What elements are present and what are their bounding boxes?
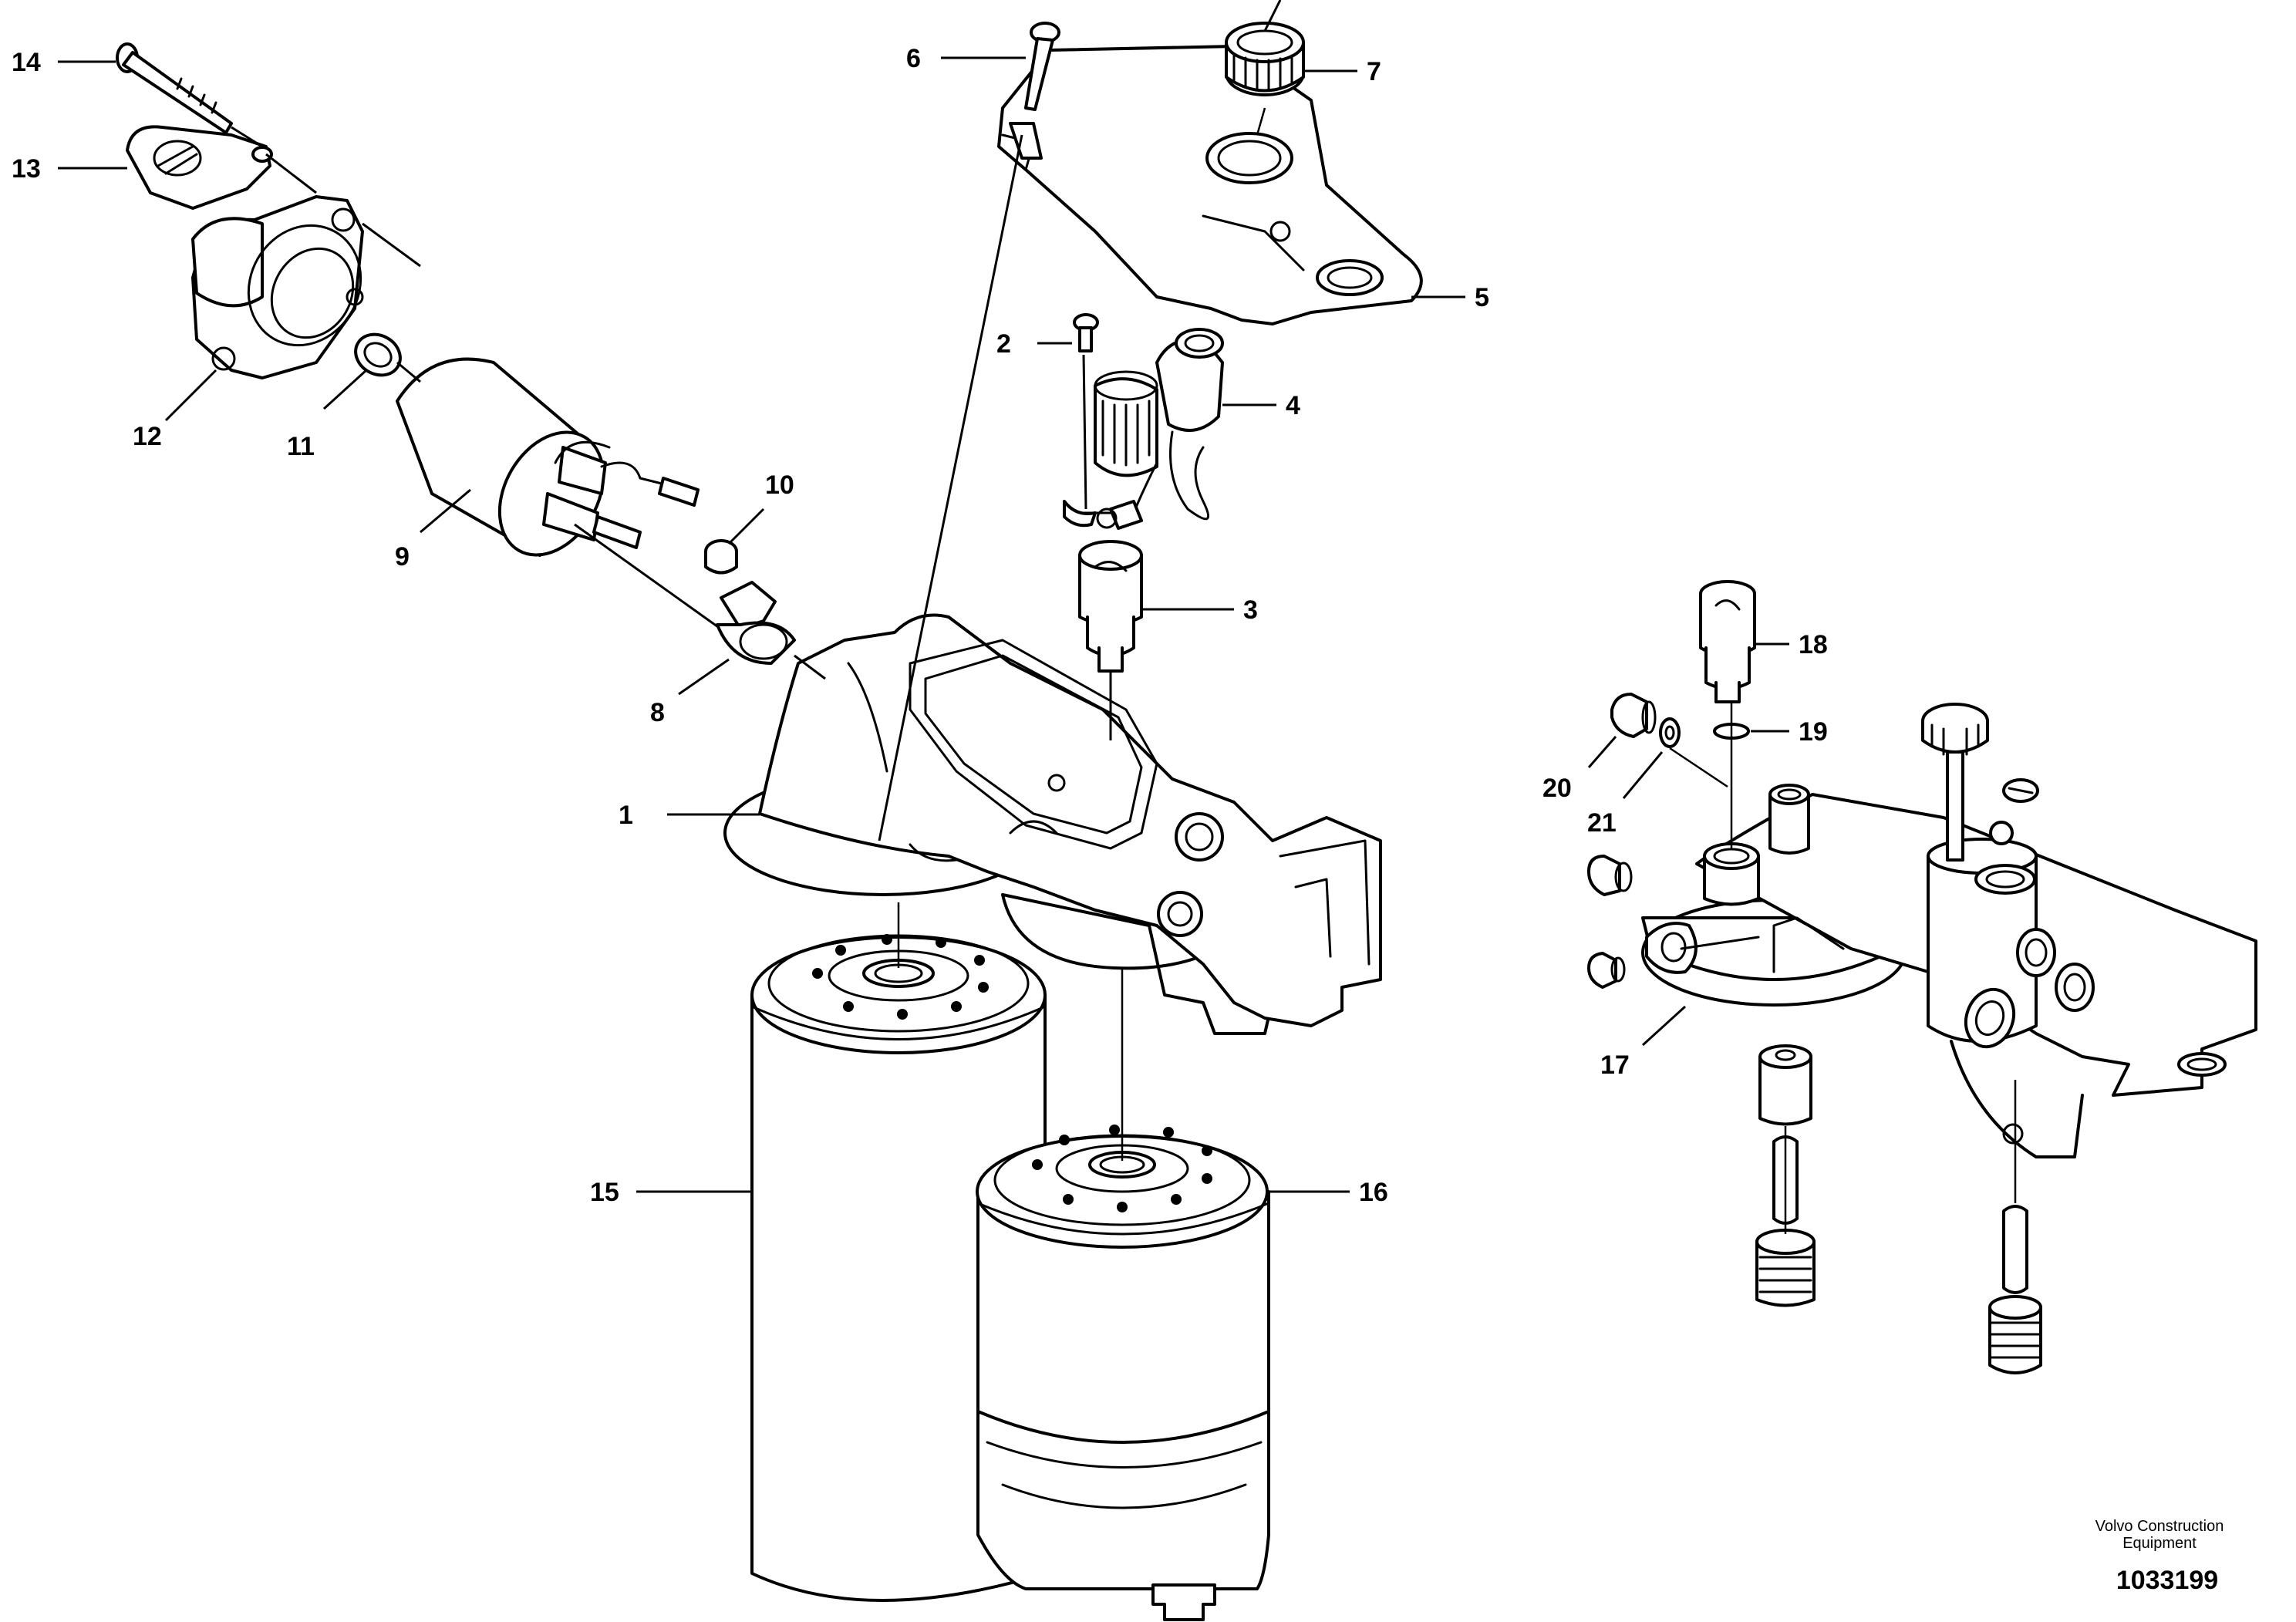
bolt-14 — [116, 42, 263, 148]
document-number: 1033199 — [2116, 1566, 2218, 1595]
callout-2: 2 — [996, 329, 1011, 359]
callout-5: 5 — [1475, 283, 1489, 312]
brand-line-1: Volvo Construction — [2095, 1518, 2224, 1535]
callout-16: 16 — [1359, 1178, 1388, 1207]
callout-6: 6 — [906, 44, 921, 73]
harness-4 — [1063, 328, 1224, 530]
callout-20: 20 — [1542, 774, 1572, 803]
bolt-6 — [878, 22, 1060, 841]
washer-21 — [1659, 717, 1681, 748]
callout-13: 13 — [12, 154, 41, 184]
callout-10: 10 — [765, 470, 794, 500]
clamp-8 — [716, 581, 826, 680]
screw-2 — [1073, 313, 1099, 510]
flange-13 — [126, 125, 317, 210]
callout-1: 1 — [619, 801, 633, 830]
ball-small — [1989, 821, 2014, 845]
check-valve-right — [1988, 1205, 2042, 1374]
callout-11: 11 — [287, 432, 315, 461]
callout-9: 9 — [395, 542, 410, 572]
knob-17 — [1921, 703, 1989, 862]
callout-7: 7 — [1367, 57, 1381, 86]
callout-4: 4 — [1286, 391, 1300, 420]
plug-10 — [704, 539, 738, 575]
sensor-3 — [1078, 540, 1143, 740]
heater-housing-12 — [191, 195, 421, 379]
callout-18: 18 — [1799, 630, 1828, 659]
check-valve-left — [1755, 1044, 1816, 1307]
fuel-filter-16 — [976, 1125, 1270, 1621]
callout-leaders — [58, 56, 1789, 1193]
seal-ring-11 — [354, 332, 421, 383]
callout-14: 14 — [12, 48, 41, 77]
callout-19: 19 — [1799, 717, 1828, 747]
brand-line-2: Equipment — [2122, 1535, 2197, 1552]
plug-side-a — [1587, 855, 1633, 896]
callout-15: 15 — [590, 1178, 619, 1207]
callout-8: 8 — [650, 698, 665, 727]
callout-21: 21 — [1587, 808, 1617, 838]
plug-small-a — [2002, 778, 2039, 803]
reference-lines — [897, 107, 2017, 1234]
cover-5 — [997, 45, 1423, 325]
heater-9 — [396, 357, 737, 642]
cap-7 — [1225, 0, 1305, 96]
callout-12: 12 — [133, 422, 162, 451]
filter-housing-1 — [723, 613, 1382, 1035]
callout-3: 3 — [1243, 595, 1258, 625]
plug-20 — [1610, 693, 1657, 738]
footer: Volvo Construction Equipment 1033199 — [2095, 1518, 2224, 1595]
callout-labels: 1 2 3 4 5 6 7 8 9 10 11 12 13 14 15 16 1… — [12, 44, 1828, 1207]
callout-17: 17 — [1600, 1050, 1630, 1080]
plug-side-b — [1587, 952, 1626, 989]
sensor-18 — [1699, 580, 1756, 703]
